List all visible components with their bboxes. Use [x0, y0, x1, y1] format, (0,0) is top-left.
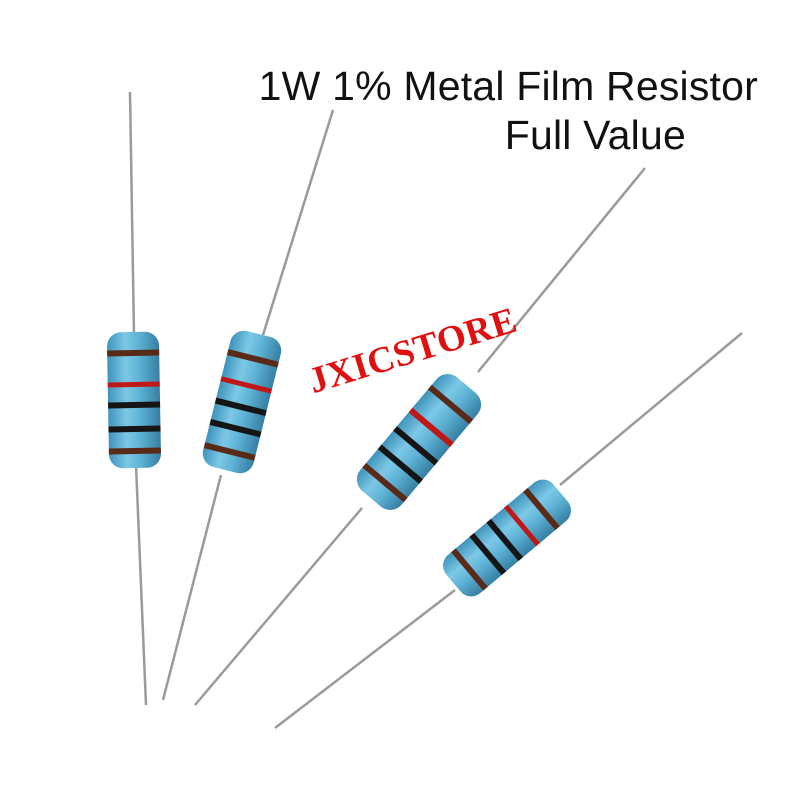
resistor-3-lead-top — [477, 167, 646, 373]
resistor-3-body — [356, 374, 482, 510]
resistor-2-body — [202, 330, 282, 474]
resistor-1-band-2 — [107, 381, 160, 388]
resistor-2-band-3 — [214, 397, 267, 417]
resistor-4-lead-top — [559, 332, 743, 486]
resistor-4-band-1 — [523, 487, 560, 531]
resistor-1-band-5 — [108, 447, 161, 455]
resistor-1-lead-top — [128, 91, 136, 336]
resistor-3-lead-bottom — [194, 507, 363, 706]
resistor-2-lead-top — [261, 109, 335, 336]
resistor-3 — [194, 167, 646, 706]
resistor-3-band-1 — [427, 384, 474, 425]
resistor-4-lead-bottom — [274, 589, 456, 729]
resistor-2-band-5 — [203, 442, 256, 461]
resistor-4-band-3 — [486, 518, 524, 562]
resistor-2-band-4 — [209, 418, 262, 438]
resistor-3-band-2 — [408, 407, 454, 448]
resistor-4 — [274, 332, 743, 729]
product-title-line-2: Full Value — [504, 112, 686, 159]
resistor-4-band-2 — [503, 504, 540, 547]
resistor-3-band-4 — [377, 444, 423, 484]
resistor-1-band-4 — [108, 425, 161, 433]
product-title: 1W 1% Metal Film Resistor Full Value — [259, 62, 758, 160]
resistor-1 — [107, 91, 161, 706]
resistor-2-lead-bottom — [161, 474, 223, 701]
resistor-3-band-5 — [362, 462, 408, 503]
resistor-1-band-1 — [107, 349, 160, 357]
resistor-2-band-1 — [226, 349, 279, 368]
resistor-2 — [161, 109, 335, 701]
resistor-3-band-3 — [393, 426, 439, 466]
resistor-4-band-5 — [451, 548, 488, 591]
resistor-1-body — [107, 331, 161, 469]
resistor-4-band-4 — [469, 532, 507, 576]
resistor-1-lead-bottom — [134, 464, 148, 706]
product-title-line-1: 1W 1% Metal Film Resistor — [258, 63, 758, 109]
resistor-2-band-2 — [220, 376, 273, 394]
resistor-1-band-3 — [108, 401, 161, 409]
